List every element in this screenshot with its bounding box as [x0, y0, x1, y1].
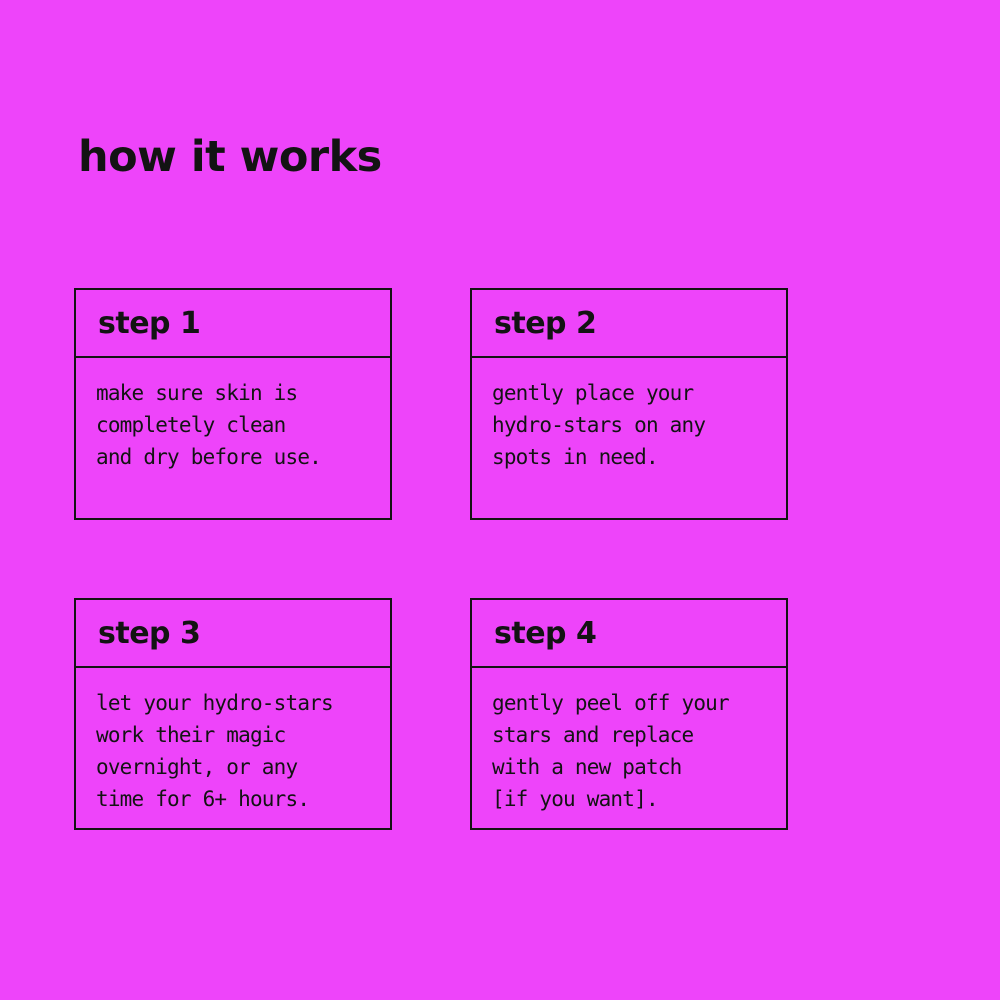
step-card-3-header: step 3	[76, 600, 390, 668]
steps-grid: step 1 make sure skin is completely clea…	[74, 288, 788, 830]
step-card-3: step 3 let your hydro-stars work their m…	[74, 598, 392, 830]
step-card-1: step 1 make sure skin is completely clea…	[74, 288, 392, 520]
step-card-2-header: step 2	[472, 290, 786, 358]
step-card-2-body: gently place your hydro-stars on any spo…	[472, 358, 786, 518]
step-3-description: let your hydro-stars work their magic ov…	[96, 691, 334, 811]
step-2-description: gently place your hydro-stars on any spo…	[492, 381, 706, 469]
step-card-2: step 2 gently place your hydro-stars on …	[470, 288, 788, 520]
step-card-4-header: step 4	[472, 600, 786, 668]
step-1-description: make sure skin is completely clean and d…	[96, 381, 322, 469]
step-card-1-header: step 1	[76, 290, 390, 358]
page-title: how it works	[78, 131, 382, 182]
step-2-label: step 2	[494, 305, 597, 341]
step-card-4-body: gently peel off your stars and replace w…	[472, 668, 786, 834]
step-card-4: step 4 gently peel off your stars and re…	[470, 598, 788, 830]
step-card-1-body: make sure skin is completely clean and d…	[76, 358, 390, 518]
step-3-label: step 3	[98, 615, 201, 651]
step-4-label: step 4	[494, 615, 597, 651]
step-card-3-body: let your hydro-stars work their magic ov…	[76, 668, 390, 834]
step-1-label: step 1	[98, 305, 201, 341]
step-4-description: gently peel off your stars and replace w…	[492, 691, 730, 811]
